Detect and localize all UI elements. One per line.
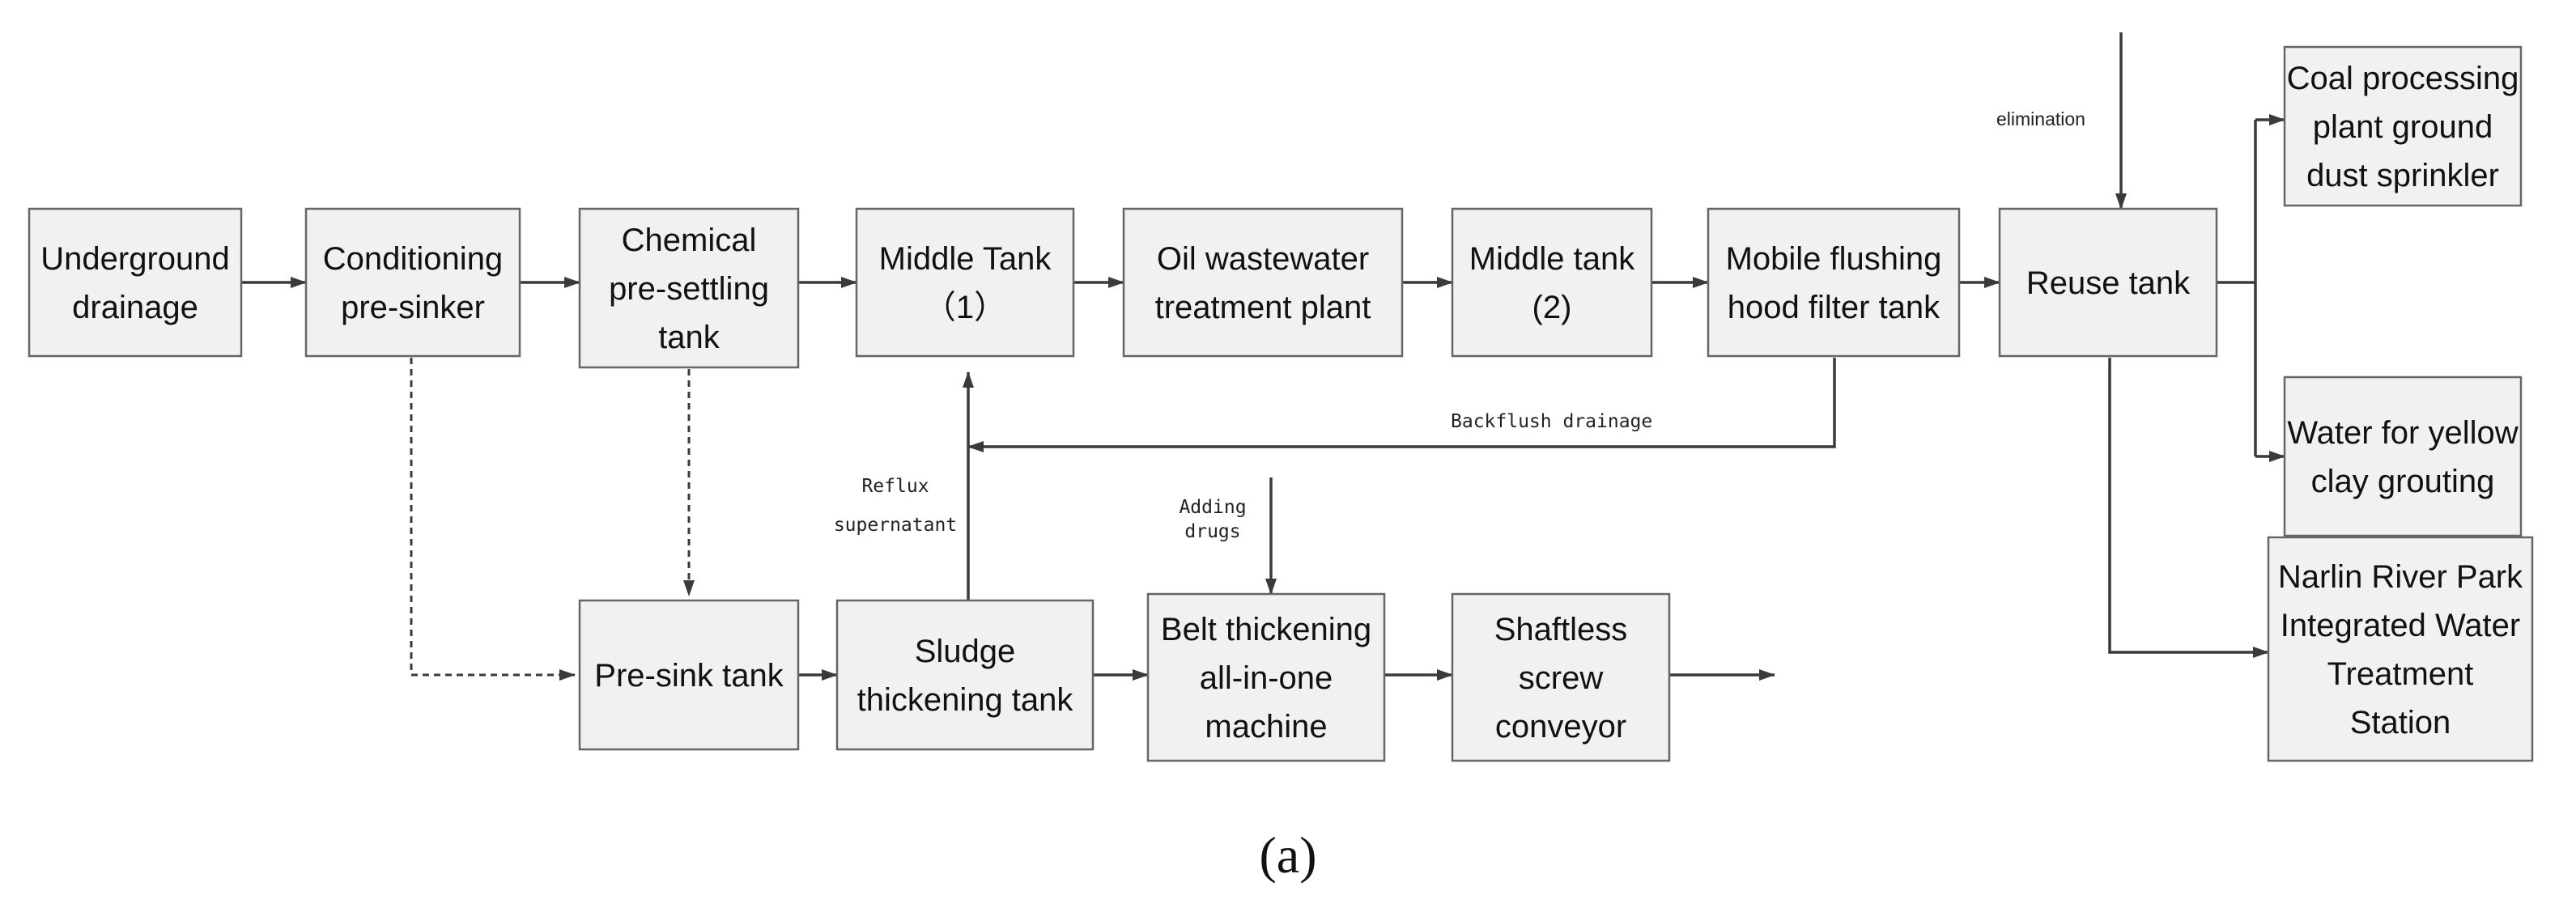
node-middle1-label: Middle Tank: [879, 241, 1052, 277]
label-adding-line2: drugs: [1184, 521, 1240, 542]
node-underground-box: [28, 207, 243, 358]
node-mobile: Mobile flushing hood filter tank: [1707, 207, 1961, 358]
node-coal: Coal processing plant ground dust sprinkle…: [2283, 45, 2523, 207]
node-belt-label: Belt thickening: [1161, 612, 1371, 647]
node-chemical-label: Chemical: [622, 223, 757, 258]
node-conditioning-label: pre-sinker: [341, 290, 485, 325]
node-shaftless-label: conveyor: [1495, 709, 1626, 745]
node-chemical: Chemical pre-settling tank: [578, 207, 800, 369]
node-yellow: Water for yellow clay grouting: [2283, 376, 2523, 537]
node-yellow-box: [2283, 376, 2523, 537]
node-chemical-label: tank: [658, 320, 721, 355]
node-presink-label: Pre-sink tank: [594, 658, 784, 694]
node-shaftless-box: [1451, 592, 1671, 762]
process-nodes: Underground drainage Conditioning pre-sinke…: [28, 45, 2534, 762]
figure-caption: (a): [1259, 826, 1316, 884]
node-mobile-label: Mobile flushing: [1726, 241, 1942, 277]
node-reuse-label: Reuse tank: [2026, 265, 2191, 301]
node-yellow-label: clay grouting: [2311, 464, 2495, 499]
node-oil: Oil wastewater treatment plant: [1122, 207, 1404, 358]
node-reuse: Reuse tank: [1998, 207, 2218, 358]
node-oil-label: treatment plant: [1155, 290, 1371, 325]
arrow-backflush-drainage: [967, 358, 1836, 452]
node-shaftless-label: screw: [1519, 660, 1604, 696]
connectors: [241, 32, 2285, 681]
label-reflux-line2: supernatant: [834, 515, 957, 536]
node-sludge: Sludge thickening tank: [835, 599, 1095, 751]
label-elimination: elimination: [1996, 108, 2085, 129]
node-shaftless: Shaftless screw conveyor: [1451, 592, 1671, 762]
node-presink-box: [578, 599, 800, 751]
node-narlin-label: Narlin River Park: [2278, 559, 2523, 595]
node-middle2-label: (2): [1532, 290, 1572, 325]
node-conditioning-label: Conditioning: [323, 241, 503, 277]
node-sludge-box: [835, 599, 1095, 751]
node-coal-box: [2283, 45, 2523, 207]
node-belt-box: [1146, 592, 1386, 762]
node-mobile-label: hood filter tank: [1728, 290, 1941, 325]
node-underground-label: Underground: [40, 241, 230, 277]
node-middle2: Middle tank (2): [1451, 207, 1653, 358]
node-middle1-box: [855, 207, 1075, 358]
node-mobile-box: [1707, 207, 1961, 358]
node-conditioning: Conditioning pre-sinker: [304, 207, 521, 358]
label-reflux-line1: Reflux: [861, 476, 929, 497]
node-narlin-label: Station: [2350, 705, 2451, 740]
node-coal-label: dust sprinkler: [2306, 158, 2499, 193]
node-chemical-label: pre-settling: [609, 271, 769, 307]
dashed-conditioning-to-presink: [410, 358, 576, 681]
node-belt-label: all-in-one: [1200, 660, 1333, 696]
node-middle1-label: （1）: [924, 290, 1006, 325]
node-sludge-label: Sludge: [915, 634, 1016, 669]
node-narlin-box: [2267, 536, 2534, 762]
node-belt: Belt thickening all-in-one machine: [1146, 592, 1386, 762]
node-chemical-box: [578, 207, 800, 369]
node-middle2-label: Middle tank: [1469, 241, 1636, 277]
label-backflush-drainage: Backflush drainage: [1451, 411, 1652, 432]
node-yellow-label: Water for yellow: [2287, 415, 2518, 451]
node-coal-label: plant ground: [2313, 109, 2493, 145]
node-sludge-label: thickening tank: [857, 682, 1074, 718]
node-presink: Pre-sink tank: [578, 599, 800, 751]
node-underground: Underground drainage: [28, 207, 243, 358]
node-oil-box: [1122, 207, 1404, 358]
node-underground-label: drainage: [72, 290, 198, 325]
node-reuse-box: [1998, 207, 2218, 358]
node-middle1: Middle Tank （1）: [855, 207, 1075, 358]
node-belt-label: machine: [1205, 709, 1327, 745]
node-narlin-label: Integrated Water: [2281, 608, 2520, 643]
node-shaftless-label: Shaftless: [1494, 612, 1628, 647]
node-coal-label: Coal processing: [2287, 61, 2519, 96]
arrow-reuse-to-narlin: [2108, 358, 2269, 658]
node-oil-label: Oil wastewater: [1157, 241, 1369, 277]
node-middle2-box: [1451, 207, 1653, 358]
node-conditioning-box: [304, 207, 521, 358]
label-adding-line1: Adding: [1179, 497, 1246, 518]
node-narlin-label: Treatment: [2327, 656, 2474, 692]
